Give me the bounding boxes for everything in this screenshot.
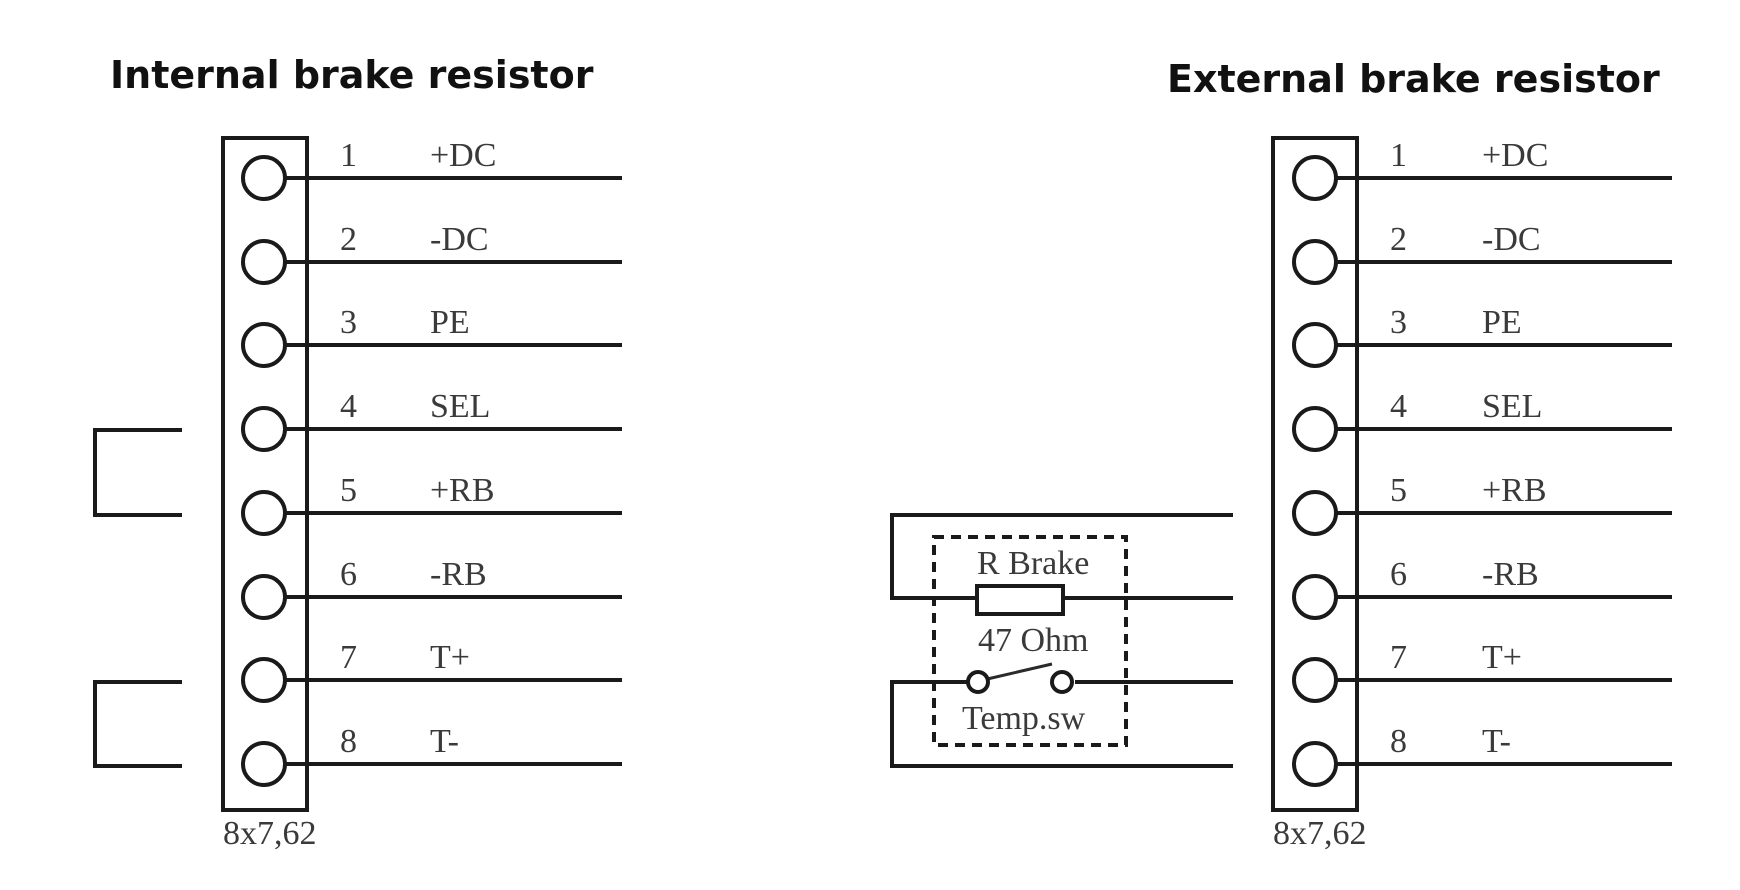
internal-pin-number: 7: [340, 639, 357, 676]
switch-contact-right: [1050, 670, 1074, 694]
external-pin-terminal: [1292, 239, 1338, 285]
external-pin-row: 7 T+: [1292, 639, 1672, 703]
internal-pin-label: -DC: [430, 221, 489, 258]
external-pin-label: T-: [1482, 723, 1511, 760]
external-pin-number: 7: [1390, 639, 1407, 676]
external-component-enclosure: [932, 535, 1128, 747]
internal-pin-number: 2: [340, 221, 357, 258]
external-pin-terminal: [1292, 741, 1338, 787]
internal-connector-block: [221, 136, 309, 812]
external-pin-label: SEL: [1482, 388, 1542, 425]
internal-pin-number: 8: [340, 723, 357, 760]
internal-pin-number: 6: [340, 556, 357, 593]
internal-pin-row: 4 SEL: [241, 388, 622, 452]
internal-pin-rows: 1 +DC 2 -DC 3 PE 4 SEL 5 +RB 6 -RB 7 T+ 8 T-: [241, 137, 622, 787]
switch-contact-left: [966, 670, 990, 694]
external-connector-block: [1271, 136, 1359, 812]
internal-pin-number: 1: [340, 137, 357, 174]
internal-pin-label: +RB: [430, 472, 495, 509]
external-pin-label: -DC: [1482, 221, 1541, 258]
internal-pin-terminal: [241, 406, 287, 452]
external-pin-number: 1: [1390, 137, 1407, 174]
external-pin-rows: 1 +DC 2 -DC 3 PE 4 SEL 5 +RB 6 -RB 7 T+ 8 T-: [1292, 137, 1672, 787]
internal-pin-terminal: [241, 490, 287, 536]
external-pin-label: +DC: [1482, 137, 1548, 174]
internal-pin-row: 8 T-: [241, 723, 622, 787]
internal-pin-label: T+: [430, 639, 470, 676]
external-pin-number: 6: [1390, 556, 1407, 593]
internal-pin-number: 3: [340, 304, 357, 341]
external-pin-label: T+: [1482, 639, 1522, 676]
external-pin-row: 2 -DC: [1292, 221, 1672, 285]
internal-diagram-title: Internal brake resistor: [110, 53, 594, 97]
external-diagram-title: External brake resistor: [1167, 57, 1660, 101]
external-pin-number: 3: [1390, 304, 1407, 341]
switch-name-label: Temp.sw: [962, 700, 1086, 737]
internal-pin-label: PE: [430, 304, 470, 341]
external-pin-terminal: [1292, 406, 1338, 452]
internal-pin-terminal: [241, 657, 287, 703]
external-pin-terminal: [1292, 657, 1338, 703]
external-pin-number: 8: [1390, 723, 1407, 760]
external-pin-row: 5 +RB: [1292, 472, 1672, 536]
internal-jumper-t: [93, 680, 182, 768]
external-pin-row: 1 +DC: [1292, 137, 1672, 201]
internal-pin-terminal: [241, 239, 287, 285]
internal-pin-row: 3 PE: [241, 304, 622, 368]
internal-pin-row: 7 T+: [241, 639, 622, 703]
external-pin-label: PE: [1482, 304, 1522, 341]
internal-pin-label: SEL: [430, 388, 490, 425]
internal-pin-label: T-: [430, 723, 459, 760]
internal-pin-terminal: [241, 155, 287, 201]
external-pin-number: 4: [1390, 388, 1407, 425]
external-pin-terminal: [1292, 322, 1338, 368]
internal-pin-row: 6 -RB: [241, 556, 622, 620]
external-pin-terminal: [1292, 155, 1338, 201]
internal-pin-terminal: [241, 741, 287, 787]
internal-pin-terminal: [241, 322, 287, 368]
external-pin-row: 6 -RB: [1292, 556, 1672, 620]
external-brake-resistor-diagram: External brake resistor 8x7,62 1 +DC 2 -DC 3…: [890, 57, 1672, 852]
internal-jumper-sel-rb: [93, 428, 182, 517]
internal-pin-label: -RB: [430, 556, 487, 593]
internal-connector-label: 8x7,62: [223, 815, 317, 852]
resistor-name-label: R Brake: [977, 545, 1089, 582]
external-pin-number: 2: [1390, 221, 1407, 258]
external-pin-row: 3 PE: [1292, 304, 1672, 368]
switch-blade: [982, 662, 1053, 682]
external-connector-label: 8x7,62: [1273, 815, 1367, 852]
external-pin-terminal: [1292, 574, 1338, 620]
external-pin-number: 5: [1390, 472, 1407, 509]
external-pin-label: -RB: [1482, 556, 1539, 593]
external-pin-row: 8 T-: [1292, 723, 1672, 787]
internal-brake-resistor-diagram: Internal brake resistor 8x7,62 1 +DC 2 -DC 3…: [93, 53, 622, 852]
external-pin-terminal: [1292, 490, 1338, 536]
internal-pin-row: 5 +RB: [241, 472, 622, 536]
external-pin-label: +RB: [1482, 472, 1547, 509]
external-pin-row: 4 SEL: [1292, 388, 1672, 452]
external-wire-t-minus: [890, 680, 1233, 768]
internal-pin-terminal: [241, 574, 287, 620]
internal-pin-row: 1 +DC: [241, 137, 622, 201]
brake-resistor-symbol: [975, 584, 1065, 616]
resistor-value-label: 47 Ohm: [978, 622, 1089, 659]
internal-pin-row: 2 -DC: [241, 221, 622, 285]
internal-pin-number: 4: [340, 388, 357, 425]
internal-pin-label: +DC: [430, 137, 496, 174]
internal-pin-number: 5: [340, 472, 357, 509]
